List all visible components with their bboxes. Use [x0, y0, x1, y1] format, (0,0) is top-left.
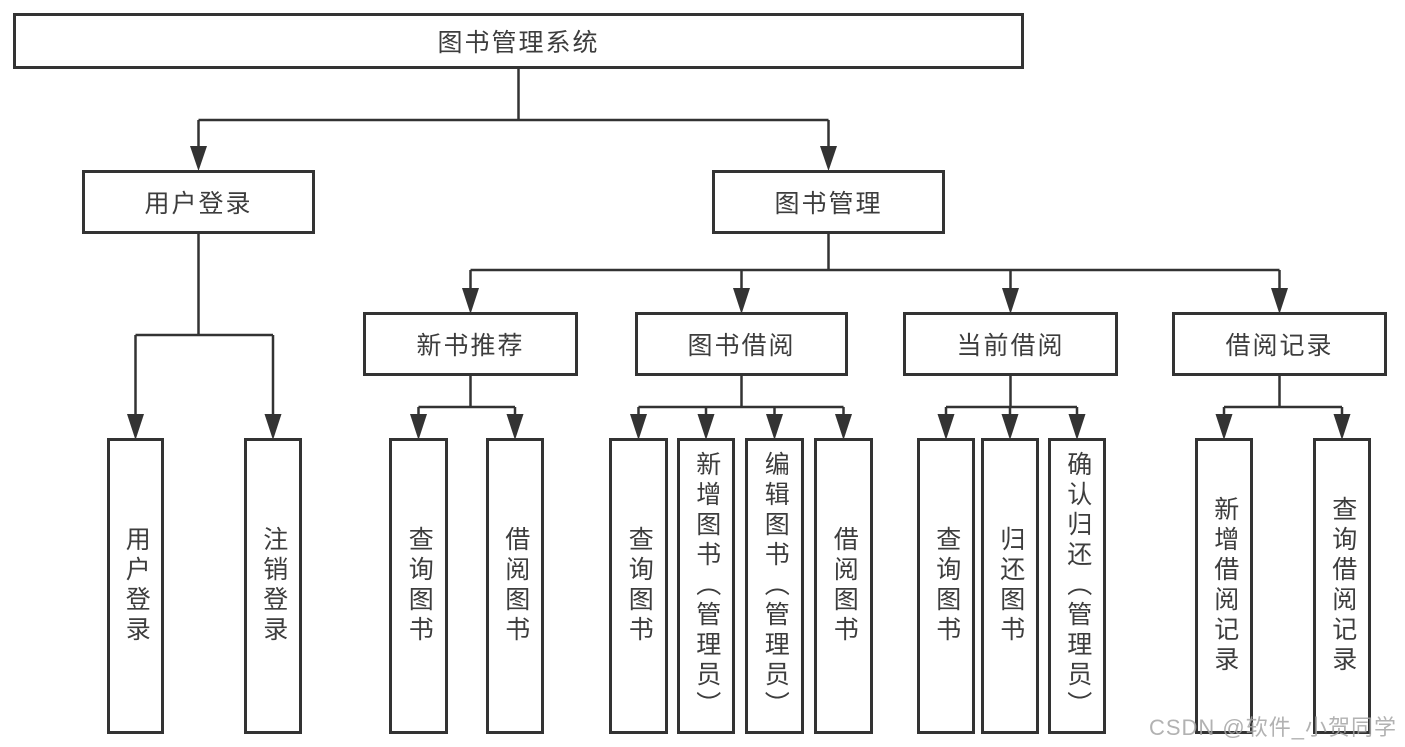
node-label: 当前借阅	[956, 332, 1065, 360]
arrow-down-icon	[462, 288, 479, 314]
node-label: 借阅记录	[1225, 332, 1334, 360]
node-label: 借阅图书	[830, 526, 859, 646]
csdn-watermark: CSDN @软件_小贺同学	[1148, 715, 1397, 740]
node-label: 图书管理	[774, 190, 883, 218]
node-label: 图书借阅	[687, 332, 796, 360]
node-label: 用户登录	[144, 190, 253, 218]
connector-book-borrow-children	[630, 376, 852, 440]
node-book-management: 图书管理	[712, 170, 945, 234]
node-leaf-add-borrow-record: 新增借阅记录	[1195, 438, 1253, 734]
node-label: 新增图书（管理员）	[692, 451, 721, 721]
node-leaf-borrow-book-recommend: 借阅图书	[486, 438, 544, 734]
arrow-down-icon	[1068, 414, 1086, 440]
node-leaf-borrow-book: 借阅图书	[814, 438, 873, 734]
node-leaf-user-login: 用户登录	[107, 438, 164, 734]
arrow-down-icon	[697, 414, 715, 440]
arrow-down-icon	[733, 288, 750, 314]
node-label: 借阅图书	[501, 526, 530, 646]
node-book-borrow: 图书借阅	[635, 312, 848, 376]
arrow-down-icon	[1271, 288, 1288, 314]
node-user-login: 用户登录	[82, 170, 315, 234]
node-label: 编辑图书（管理员）	[761, 451, 790, 721]
arrow-down-icon	[937, 414, 955, 440]
arrow-down-icon	[410, 414, 427, 440]
arrow-down-icon	[506, 414, 524, 440]
arrow-down-icon	[1001, 414, 1019, 440]
arrow-down-icon	[1333, 414, 1351, 440]
node-library-management-system: 图书管理系统	[13, 13, 1024, 69]
node-label: 新书推荐	[416, 332, 525, 360]
node-label: 查询图书	[625, 526, 654, 646]
arrow-down-icon	[1215, 414, 1233, 440]
node-leaf-logout: 注销登录	[244, 438, 302, 734]
arrow-down-icon	[190, 146, 207, 171]
node-leaf-query-book-current: 查询图书	[917, 438, 975, 734]
node-label: 注销登录	[259, 526, 288, 646]
node-label: 确认归还（管理员）	[1063, 451, 1092, 721]
arrow-down-icon	[630, 414, 647, 440]
node-leaf-query-borrow-record: 查询借阅记录	[1313, 438, 1371, 734]
node-leaf-confirm-return-admin: 确认归还（管理员）	[1048, 438, 1106, 734]
node-label: 查询图书	[405, 526, 434, 646]
node-label: 查询借阅记录	[1328, 496, 1357, 676]
arrow-down-icon	[820, 146, 837, 171]
node-label: 归还图书	[996, 526, 1025, 646]
connector-book-management-children	[462, 234, 1288, 314]
node-leaf-return-book: 归还图书	[981, 438, 1039, 734]
connector-borrow-record-children	[1215, 376, 1351, 440]
arrow-down-icon	[264, 414, 282, 440]
connector-current-borrow-children	[937, 376, 1086, 440]
node-label: 查询图书	[932, 526, 961, 646]
connector-root-to-level2	[190, 69, 837, 171]
arrow-down-icon	[766, 414, 783, 440]
arrow-down-icon	[1002, 288, 1019, 314]
connector-user-login-children	[127, 234, 282, 440]
node-label: 图书管理系统	[437, 29, 600, 57]
arrow-down-icon	[127, 414, 144, 440]
node-borrow-record: 借阅记录	[1172, 312, 1387, 376]
node-leaf-query-book-borrow: 查询图书	[609, 438, 668, 734]
node-leaf-edit-book-admin: 编辑图书（管理员）	[745, 438, 804, 734]
node-label: 用户登录	[122, 526, 151, 646]
node-new-book-recommend: 新书推荐	[363, 312, 578, 376]
node-leaf-query-book-recommend: 查询图书	[389, 438, 448, 734]
node-leaf-add-book-admin: 新增图书（管理员）	[677, 438, 735, 734]
connector-new-book-recommend-children	[410, 376, 524, 440]
node-label: 新增借阅记录	[1210, 496, 1239, 676]
node-current-borrow: 当前借阅	[903, 312, 1118, 376]
arrow-down-icon	[835, 414, 852, 440]
